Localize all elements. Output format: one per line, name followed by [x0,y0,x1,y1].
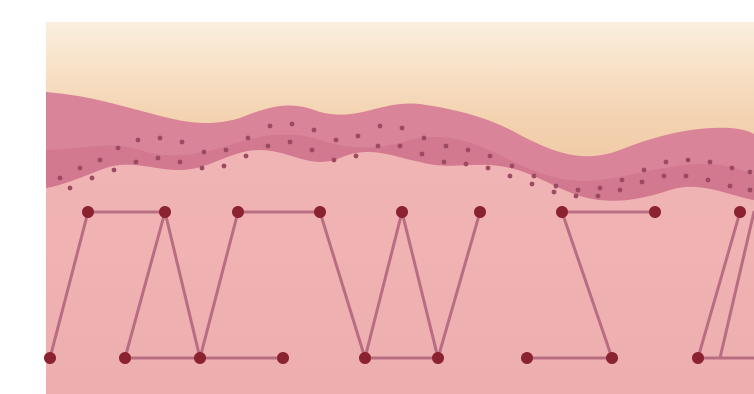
cell-dot [576,188,581,193]
cell-dot [134,160,139,165]
suture-knot [232,206,244,218]
cell-dot [156,156,161,161]
cell-dot [398,144,403,149]
cell-dot [748,188,753,193]
suture-knot [119,352,131,364]
cell-dot [180,140,185,145]
suture-knot [734,206,746,218]
suture-knot [44,352,56,364]
cell-dot [268,124,273,129]
cell-dot [748,170,753,175]
cell-dot [158,136,163,141]
cell-dot [530,182,535,187]
cell-dot [598,186,603,191]
suture-knot [194,352,206,364]
suture-knot [432,352,444,364]
cell-dot [332,158,337,163]
cell-dot [312,128,317,133]
cell-dot [400,126,405,131]
cell-dot [510,164,515,169]
cell-dot [466,148,471,153]
cell-dot [730,166,735,171]
cell-dot [664,160,669,165]
cell-dot [532,174,537,179]
cell-dot [222,164,227,169]
cell-dot [574,194,579,199]
cell-dot [334,138,339,143]
cell-dot [640,180,645,185]
cell-dot [420,152,425,157]
cell-dot [310,148,315,153]
cell-dot [136,138,141,143]
cell-dot [224,148,229,153]
suture-knot [396,206,408,218]
cell-dot [596,194,601,199]
suture-knot [159,206,171,218]
suture-knot [521,352,533,364]
cell-dot [642,168,647,173]
suture-knot [359,352,371,364]
suture-knot [692,352,704,364]
cell-dot [684,174,689,179]
cell-dot [90,176,95,181]
cell-dot [378,124,383,129]
cell-dot [58,176,63,181]
cell-dot [246,136,251,141]
cell-dot [68,186,73,191]
cell-dot [442,160,447,165]
suture-knot [314,206,326,218]
cell-dot [266,144,271,149]
suture-knot [649,206,661,218]
cell-dot [552,190,557,195]
suture-knot [277,352,289,364]
cell-dot [620,178,625,183]
cell-dot [356,134,361,139]
cell-dot [706,178,711,183]
cell-dot [708,160,713,165]
cell-dot [112,168,117,173]
cell-dot [422,136,427,141]
cell-dot [728,184,733,189]
cell-dot [686,158,691,163]
suture-knot [556,206,568,218]
suture-knot [606,352,618,364]
cell-dot [178,160,183,165]
cell-dot [486,166,491,171]
cell-dot [444,144,449,149]
suture-knot [82,206,94,218]
cell-dot [290,122,295,127]
cell-dot [662,174,667,179]
cell-dot [200,166,205,171]
cell-dot [202,150,207,155]
cell-dot [464,162,469,167]
cell-dot [354,154,359,159]
suture-knot [474,206,486,218]
cell-dot [618,188,623,193]
cell-dot [98,158,103,163]
cell-dot [488,154,493,159]
cell-dot [288,140,293,145]
cell-dot [508,174,513,179]
cell-dot [376,144,381,149]
cell-dot [554,184,559,189]
cell-dot [116,146,121,151]
cell-dot [78,166,83,171]
cell-dot [244,154,249,159]
